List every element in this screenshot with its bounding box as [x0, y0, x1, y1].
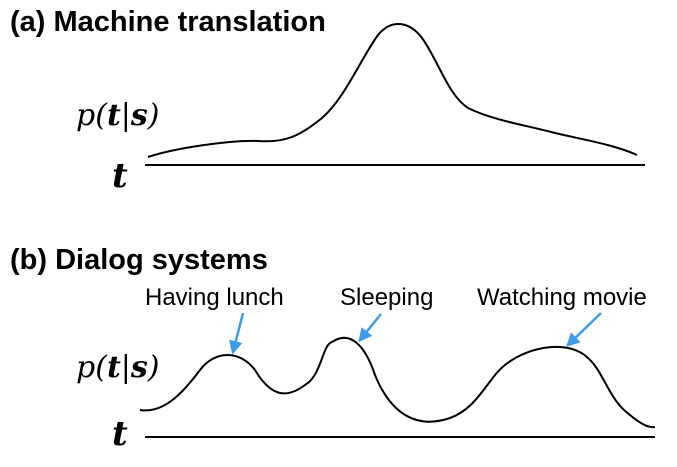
- arrow-watching-movie: [566, 312, 602, 347]
- panel-b-xlabel: t: [112, 414, 128, 454]
- panel-b-ylabel: p(t|s): [76, 350, 160, 385]
- panel-a-curve: [147, 23, 638, 158]
- annotation-having-lunch: Having lunch: [145, 284, 284, 311]
- panel-b-curve: [139, 336, 656, 429]
- panel-a-title: (a) Machine translation: [10, 6, 326, 38]
- annotation-sleeping: Sleeping: [340, 284, 434, 311]
- arrow-sleeping: [358, 313, 382, 343]
- arrow-having-lunch: [229, 312, 245, 355]
- panel-a-ylabel: p(t|s): [76, 98, 160, 133]
- panel-b-title: (b) Dialog systems: [10, 244, 268, 276]
- annotation-watching-movie: Watching movie: [477, 284, 647, 311]
- panel-a-xlabel: t: [112, 156, 128, 196]
